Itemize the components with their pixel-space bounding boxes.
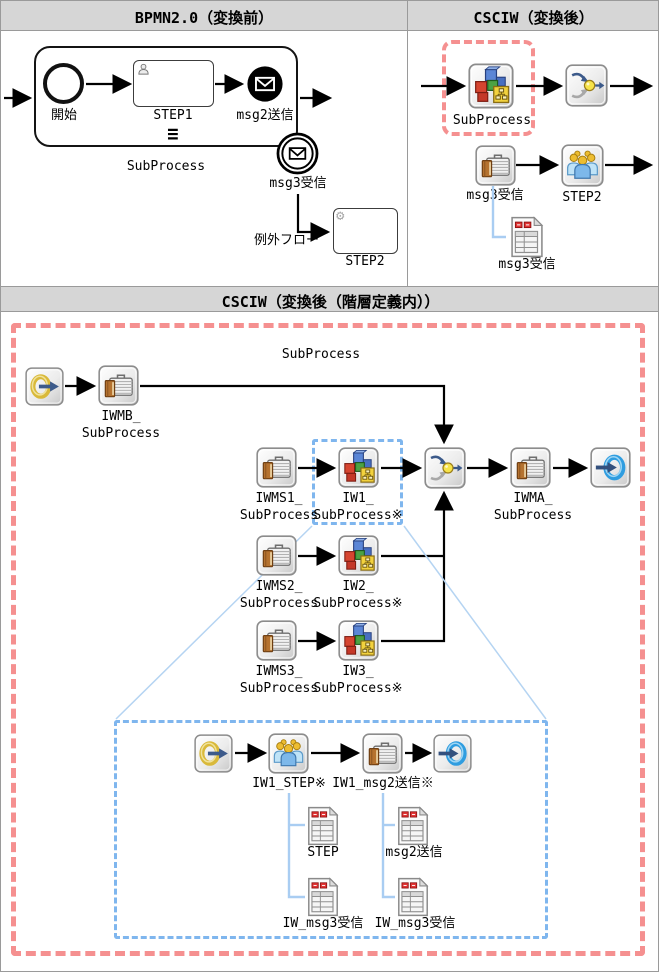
document-table-icon (397, 877, 429, 917)
subprocess-blocks-icon (468, 63, 514, 109)
bpmn-start-label: 開始 (50, 108, 77, 123)
people-step-icon (561, 144, 604, 187)
csciw-msg3-doc-label: msg3受信 (498, 257, 556, 272)
panel-title-bpmn: BPMN2.0（変換前） (134, 9, 274, 27)
bpmn-msg2-label: msg2送信 (236, 108, 294, 123)
panel-title-csciw: CSCIW（変換後） (473, 9, 594, 27)
bpmn-exception-flow-label: 例外フロー (253, 233, 319, 248)
merge-gateway-icon (565, 64, 608, 107)
iwmb-label: IWMB_ SubProcess (81, 409, 161, 441)
document-table-icon (307, 877, 339, 917)
document-table-icon (510, 216, 544, 258)
end-node-icon (590, 447, 631, 488)
document-table-icon (397, 806, 429, 846)
start-node-icon (194, 734, 233, 773)
csciw-msg3-label: msg3受信 (466, 188, 524, 203)
briefcase-icon (362, 733, 403, 774)
panel-divider (407, 1, 408, 287)
briefcase-icon (98, 365, 139, 406)
message-send-event-icon (246, 65, 284, 103)
bpmn-start-event (43, 63, 84, 104)
subprocess-blocks-icon (338, 535, 379, 576)
bpmn-subprocess-label: SubProcess (126, 159, 206, 174)
iw2-label: IW2_ SubProcess※ (313, 579, 403, 611)
bpmn-step2-label: STEP2 (345, 254, 385, 269)
iw1-step-label: IW1_STEP※ (252, 776, 326, 791)
bpmn-task-step2: ⚙ (333, 208, 398, 254)
end-node-icon (433, 734, 472, 773)
iw-msg3-doc-left-label: IW_msg3受信 (282, 916, 364, 931)
briefcase-icon (256, 620, 297, 661)
start-node-icon (25, 367, 64, 406)
briefcase-icon (256, 535, 297, 576)
collapsed-subprocess-marker: ≡ (167, 123, 179, 145)
hier-subprocess-label: SubProcess (281, 347, 361, 362)
detail-expansion-box (114, 720, 548, 939)
subprocess-blocks-icon (338, 447, 379, 488)
document-table-icon (307, 806, 339, 846)
message-boundary-event-icon (276, 132, 319, 175)
iw-msg3-doc-right-label: IW_msg3受信 (374, 916, 456, 931)
iw1-label: IW1_ SubProcess※ (313, 491, 403, 523)
msg2-doc-label: msg2送信 (385, 845, 443, 860)
iwms1-label: IWMS1_ SubProcess (239, 491, 319, 523)
hier-outer-highlight-box (11, 323, 645, 956)
iw3-label: IW3_ SubProcess※ (313, 664, 403, 696)
gear-icon: ⚙ (336, 208, 345, 224)
csciw-step2-label: STEP2 (562, 190, 602, 205)
top-header-band (1, 1, 658, 31)
bpmn-subprocess-container (34, 46, 298, 147)
merge-gateway-icon (424, 447, 466, 489)
briefcase-icon (475, 145, 516, 186)
briefcase-icon (256, 447, 297, 488)
user-icon (137, 63, 150, 76)
bpmn-step1-label: STEP1 (153, 108, 193, 123)
iw1-msg2-label: IW1_msg2送信※ (332, 776, 434, 791)
panel-title-csciw-hier: CSCIW（変換後（階層定義内）） (221, 293, 440, 311)
briefcase-icon (510, 447, 551, 488)
csciw-highlight-box (442, 40, 535, 136)
bottom-header-band (1, 286, 658, 312)
subprocess-blocks-icon (338, 620, 379, 661)
step-doc-label: STEP (307, 845, 339, 860)
people-step-icon (268, 733, 309, 774)
bpmn-msg3-label: msg3受信 (269, 176, 327, 191)
bpmn-task-step1 (133, 60, 214, 107)
csciw-subprocess-label: SubProcess (452, 113, 532, 128)
iwma-label: IWMA_ SubProcess (493, 491, 573, 523)
